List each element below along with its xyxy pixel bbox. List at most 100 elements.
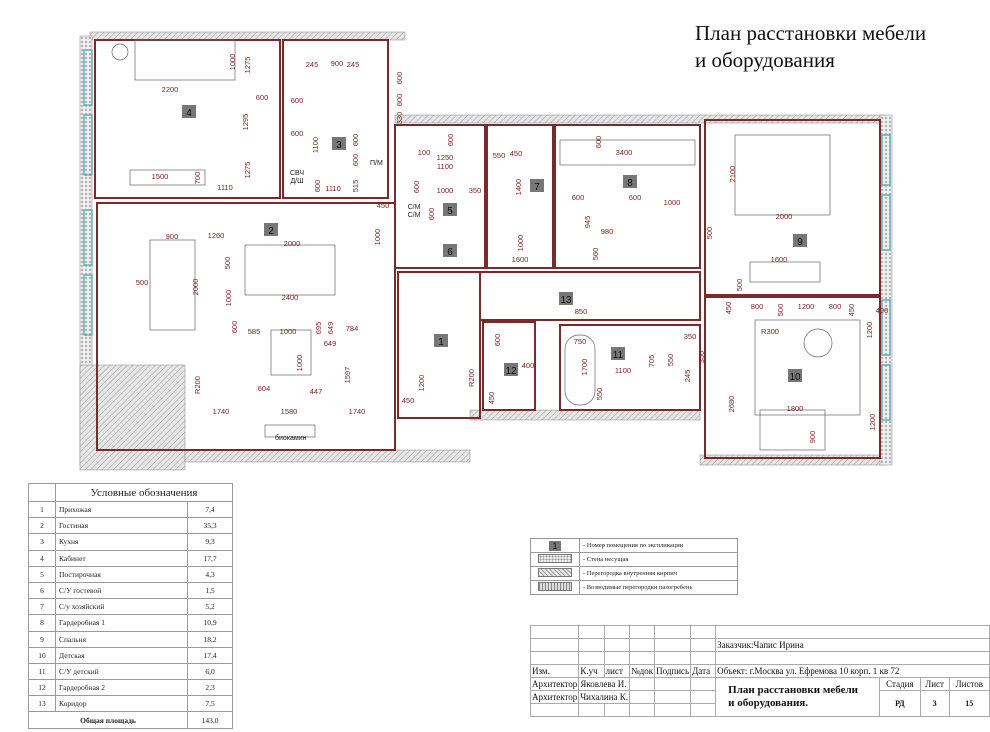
dimension-label: 447 xyxy=(310,387,323,396)
dimension-label: 604 xyxy=(258,384,271,393)
dimension-label: 550 xyxy=(493,151,506,160)
legend-name: Коридор xyxy=(55,695,188,713)
legend-area: 5,2 xyxy=(187,598,233,616)
dimension-label: 600 xyxy=(446,134,455,147)
dimension-label: 245 xyxy=(306,60,319,69)
room-number: 2 xyxy=(268,226,274,237)
stage-label: Стадия xyxy=(879,677,921,691)
title-line-2: и оборудования xyxy=(695,48,835,72)
dimension-label: 350 xyxy=(684,332,697,341)
room-number: 5 xyxy=(447,206,453,217)
legend-area: 6,0 xyxy=(187,662,233,681)
dimension-label: 1700 xyxy=(580,359,589,376)
dimension-label: 705 xyxy=(647,355,656,368)
dimension-label: 600 xyxy=(412,181,421,194)
dimension-label: 1000 xyxy=(516,235,525,252)
room-number: 11 xyxy=(613,350,624,361)
dimension-label: 1260 xyxy=(208,231,225,240)
legend-num: 1 xyxy=(28,500,56,519)
legend-name: Гардеробная 1 xyxy=(55,614,188,632)
stage: РД xyxy=(879,690,921,717)
legend-area: 35,3 xyxy=(187,517,233,535)
legend-name: Гостиная xyxy=(55,517,188,535)
dimension-label: 1000 xyxy=(437,186,454,195)
dimension-label: 1580 xyxy=(281,407,298,416)
header-date: Дата xyxy=(690,664,717,678)
dimension-label: 1000 xyxy=(228,54,237,71)
role-2: Архитектор xyxy=(529,690,580,704)
room-number: 3 xyxy=(336,140,342,151)
dimension-label: 1275 xyxy=(243,57,252,74)
room-number-badge: 3 xyxy=(332,137,346,151)
room-number: 10 xyxy=(789,372,801,383)
tongue-groove-partition-symbol xyxy=(538,582,572,591)
dimension-label: 1600 xyxy=(771,255,788,264)
dimension-label: 600 xyxy=(256,93,269,102)
legend-num: 5 xyxy=(28,565,56,583)
room-number: 8 xyxy=(627,178,633,189)
legend-title: Условные обозначения xyxy=(55,483,233,502)
dimension-label: 600 xyxy=(629,193,642,202)
dimension-label: 900 xyxy=(166,232,179,241)
brick-partition-symbol xyxy=(538,568,572,577)
architect-1: Яковлева И. xyxy=(578,677,631,691)
dimension-label: 800 xyxy=(829,302,842,311)
dimension-label: 400 xyxy=(522,361,535,370)
dimension-label: 1000 xyxy=(373,229,382,246)
dimension-label: 450 xyxy=(724,302,733,315)
dimension-label: 350 xyxy=(697,351,706,364)
legend-name: Кабинет xyxy=(55,549,188,567)
legend-num: 10 xyxy=(28,646,56,664)
room-number: 1 xyxy=(438,337,444,348)
dimension-label: 980 xyxy=(601,227,614,236)
label-dishwasher: П/М xyxy=(370,160,383,167)
room-number-badge: 7 xyxy=(530,179,544,193)
legend-area: 9,3 xyxy=(187,533,233,551)
label-microwave: СВЧ Д/Ш xyxy=(289,170,305,185)
legend-num: 11 xyxy=(28,662,56,681)
legend-area: 1,5 xyxy=(187,581,233,600)
dimension-label: 600 xyxy=(572,193,585,202)
room-number: 12 xyxy=(505,366,517,377)
room-number-badge: 4 xyxy=(182,105,196,119)
symbol-label: - Перегородка внутренняя кирпич xyxy=(579,566,738,581)
room-number: 4 xyxy=(186,108,192,119)
dimension-label: 600 xyxy=(313,180,322,193)
total-area: 143,0 xyxy=(187,711,233,729)
legend-num: 7 xyxy=(28,598,56,616)
dimension-label: 1600 xyxy=(512,255,529,264)
dimension-label: 600 xyxy=(395,94,404,107)
room-number: 13 xyxy=(560,295,572,306)
sheet-number: 3 xyxy=(919,690,950,717)
symbol-label: - Стена несущая xyxy=(579,552,738,567)
dimension-label: 450 xyxy=(377,201,390,210)
legend-area: 10,9 xyxy=(187,614,233,632)
room-number-badge: 11 xyxy=(611,347,625,361)
dimension-label: 1500 xyxy=(152,172,169,181)
dimension-label: 2100 xyxy=(728,166,737,183)
bearing-walls xyxy=(79,31,893,471)
dimension-label: 2680 xyxy=(727,396,736,413)
dimension-label: 649 xyxy=(324,339,337,348)
sheets-total: 15 xyxy=(948,690,990,717)
sheet-label: Лист xyxy=(919,677,950,691)
dimension-label: 1110 xyxy=(217,183,233,192)
legend-name: С/У гостевой xyxy=(55,581,188,600)
legend-name: Детская xyxy=(55,646,188,664)
legend-num: 4 xyxy=(28,549,56,567)
room-number-badge: 10 xyxy=(788,369,802,383)
windows xyxy=(83,49,891,421)
dimension-label: 600 xyxy=(395,72,404,85)
header-ndok: №док xyxy=(629,664,656,678)
legend-name: С/у хозяйский xyxy=(55,598,188,616)
room-number-badge: 8 xyxy=(623,175,637,189)
dimension-label: 100 xyxy=(418,148,431,157)
object-address: Объект: г.Москва ул. Ефремова 10 корп. 1… xyxy=(715,664,990,678)
